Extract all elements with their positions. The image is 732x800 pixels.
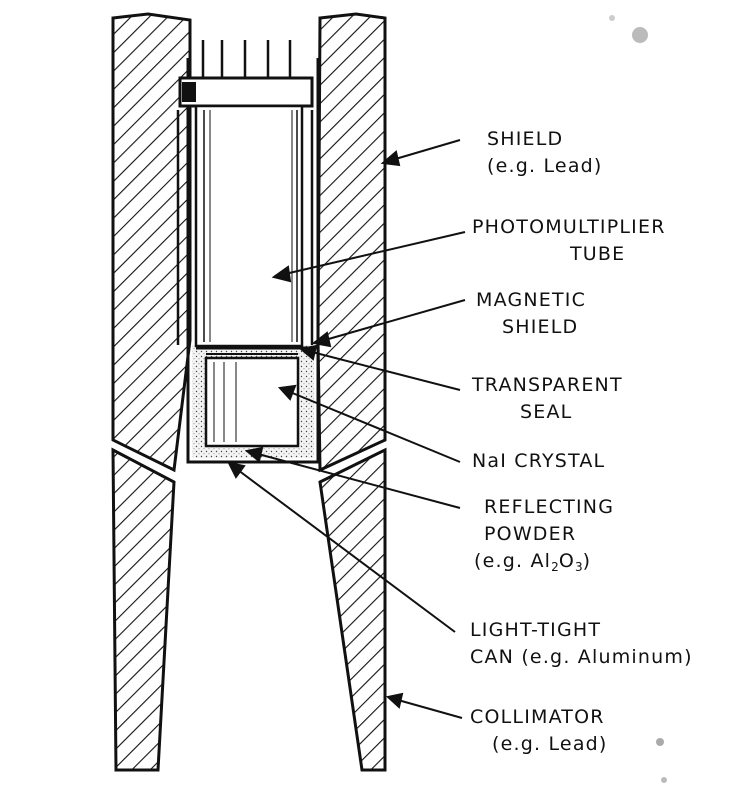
collimator-leader (385, 692, 463, 719)
collimator (111, 447, 387, 772)
nai-crystal (204, 356, 300, 448)
crystal-label-line1: NaI CRYSTAL (472, 450, 606, 472)
collimator-label: COLLIMATOR (e.g. Lead) (470, 704, 608, 758)
magnetic-shield (176, 110, 314, 345)
seal-leader (298, 344, 461, 391)
light-tight-can-label: LIGHT-TIGHT CAN (e.g. Aluminum) (470, 617, 693, 671)
shield-leader (380, 139, 461, 167)
magnetic-label-line1: MAGNETIC (476, 289, 587, 311)
magnetic-shield-label: MAGNETIC SHIELD (476, 287, 586, 341)
paper-specks (609, 15, 667, 783)
shield-label-line1: SHIELD (487, 128, 564, 150)
shield-label: SHIELD (e.g. Lead) (487, 126, 603, 180)
powder-label-line1: REFLECTING (484, 496, 615, 518)
pmt-label-line2: TUBE (570, 243, 626, 265)
reflecting-powder-label: REFLECTING POWDER (e.g. Al2O3) (474, 494, 615, 581)
powder-label-line3: (e.g. Al2O3) (474, 550, 592, 574)
pmt-leader (271, 231, 466, 283)
light-tight-can (186, 58, 320, 464)
magnetic-shield-leader (311, 299, 466, 348)
photomultiplier-tube-label: PHOTOMULTIPLIER TUBE (472, 214, 666, 268)
shield-label-line2: (e.g. Lead) (487, 155, 603, 177)
collimator-label-line2: (e.g. Lead) (492, 733, 608, 755)
magnetic-label-line2: SHIELD (502, 316, 579, 338)
photomultiplier-tube (178, 76, 314, 348)
pmt-label-line1: PHOTOMULTIPLIER (472, 216, 666, 238)
seal-label-line1: TRANSPARENT (472, 374, 623, 396)
leader-lines (227, 139, 466, 719)
seal-label-line2: SEAL (520, 401, 573, 423)
powder-leader (244, 446, 461, 509)
can-label-line1: LIGHT-TIGHT (470, 619, 602, 641)
crystal-leader (277, 384, 461, 463)
can-label-line2: CAN (e.g. Aluminum) (470, 646, 693, 668)
transparent-seal (196, 346, 312, 355)
can-leader (227, 461, 456, 633)
nai-crystal-label: NaI CRYSTAL (472, 448, 605, 475)
collimator-label-line1: COLLIMATOR (470, 706, 605, 728)
transparent-seal-label: TRANSPARENT SEAL (472, 372, 623, 426)
powder-label-line2: POWDER (484, 523, 577, 545)
pmt-pins (201, 40, 292, 78)
reflecting-powder (192, 345, 314, 458)
